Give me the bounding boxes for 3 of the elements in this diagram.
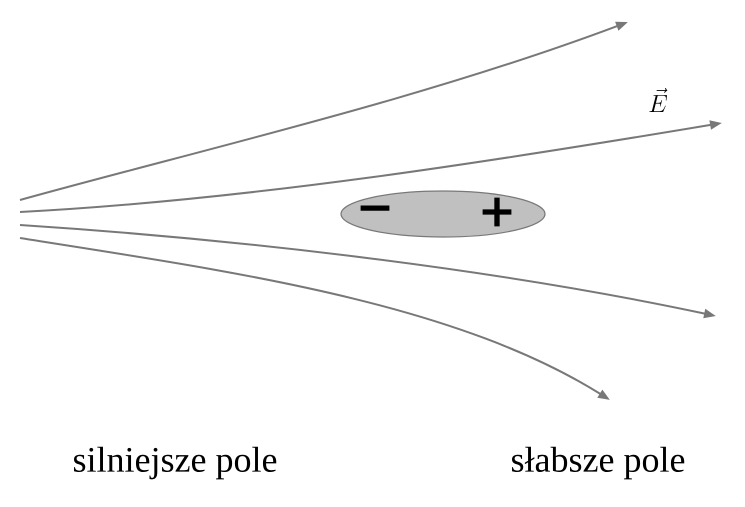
region-label: silniejsze pole (74, 446, 276, 480)
field-symbol: $\vec{E}$ (649, 88, 668, 112)
region-label: słabsze pole (512, 446, 684, 480)
